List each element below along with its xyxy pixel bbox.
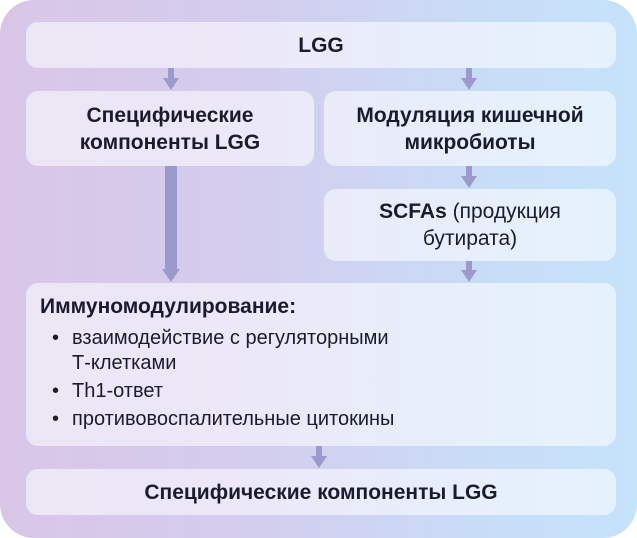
scfa-line2: бутирата) — [422, 227, 518, 250]
arrow-immuno-to-bottom — [311, 446, 327, 468]
bottom-label: Специфические компоненты LGG — [144, 480, 498, 504]
arrow-specific-to-immuno — [162, 166, 180, 282]
scfa-bold: SCFAs — [379, 200, 447, 223]
arrow-microbiota-to-scfa — [461, 166, 477, 188]
item-2-line1: Th1-ответ — [72, 380, 163, 402]
item-1-line1: взаимодействие с регуляторными — [72, 327, 389, 349]
list-item: противовоспалительные цитокины — [40, 407, 394, 432]
bottom-specific-components-box: Специфические компоненты LGG — [26, 469, 616, 515]
lgg-label: LGG — [298, 33, 344, 57]
arrow-lgg-to-microbiota — [461, 68, 477, 90]
arrow-lgg-to-specific — [163, 68, 179, 90]
microbiota-line1: Модуляция кишечной — [356, 103, 584, 127]
specific-components-box: Специфические компоненты LGG — [26, 91, 314, 166]
immunomodulation-list: взаимодействие с регуляторными Т-клеткам… — [40, 326, 394, 435]
immunomodulation-title: Иммуномодулирование: — [40, 295, 297, 318]
specific-components-line2: компоненты LGG — [79, 130, 261, 154]
list-item: взаимодействие с регуляторными Т-клеткам… — [40, 326, 394, 376]
list-item: Th1-ответ — [40, 379, 394, 404]
scfa-rest: (продукция — [446, 200, 561, 223]
lgg-box: LGG — [26, 22, 616, 68]
item-3-line1: противовоспалительные цитокины — [72, 408, 395, 430]
microbiota-line2: микробиоты — [404, 130, 536, 154]
immunomodulation-box: Иммуномодулирование: взаимодействие с ре… — [26, 283, 616, 446]
microbiota-modulation-box: Модуляция кишечной микробиоты — [324, 91, 616, 166]
arrow-scfa-to-immuno — [461, 261, 477, 282]
scfa-box: SCFAs (продукция бутирата) — [324, 189, 616, 261]
item-1-line2: Т-клетками — [72, 352, 177, 374]
specific-components-line1: Специфические — [86, 103, 254, 127]
scfa-line1: SCFAs (продукция — [379, 198, 561, 225]
